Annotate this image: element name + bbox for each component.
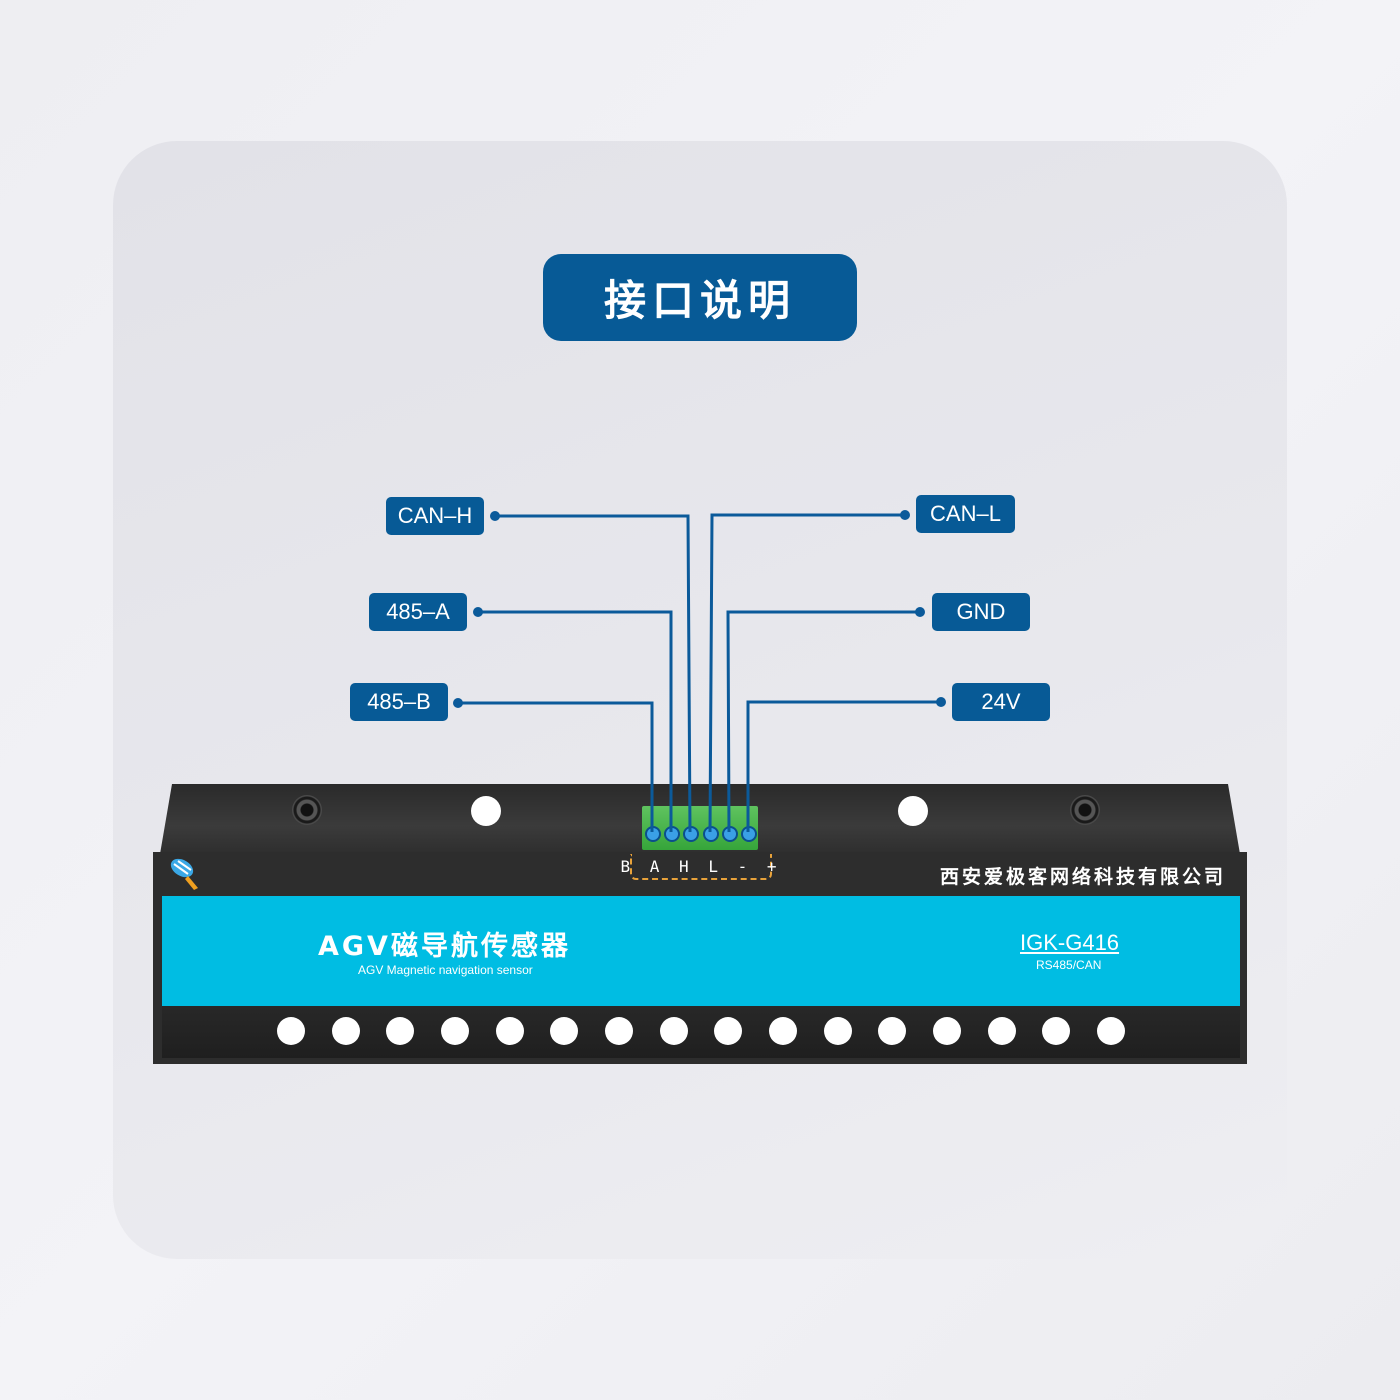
- sensor-hole: [331, 1017, 360, 1045]
- title-badge: 接口说明: [543, 254, 857, 341]
- wire-485-a: [478, 610, 673, 832]
- pin-label-gnd: GND: [932, 593, 1030, 631]
- sensor-hole: [987, 1017, 1016, 1045]
- sensor-hole: [878, 1017, 907, 1045]
- product-subtitle: AGV Magnetic navigation sensor: [358, 963, 533, 977]
- sensor-hole: [386, 1017, 415, 1045]
- sensor-hole: [1042, 1017, 1071, 1045]
- pin-label-24v: 24V: [952, 683, 1050, 721]
- mounting-hole-right: [898, 796, 928, 826]
- terminal-block: [642, 806, 758, 850]
- wire-end-485-a: [473, 607, 483, 617]
- sensor-hole: [769, 1017, 797, 1045]
- sensor-hole: [823, 1017, 852, 1045]
- terminal-letters-outline: B A H L - +: [621, 854, 776, 880]
- pin-label-can-l: CAN–L: [916, 495, 1015, 533]
- pin-label-can-h: CAN–H: [386, 497, 484, 535]
- sensor-hole: [441, 1017, 469, 1045]
- wire-end-can-l: [900, 510, 910, 520]
- company-name: 西安爱极客网络科技有限公司: [939, 866, 1226, 888]
- product-name: AGV磁导航传感器: [318, 931, 571, 962]
- model-interfaces: RS485/CAN: [1036, 958, 1102, 972]
- sensor-hole: [714, 1017, 743, 1045]
- mounting-screw-right: [1070, 795, 1100, 825]
- model-number: IGK-G416: [1020, 930, 1120, 955]
- wire-24v: [746, 700, 941, 832]
- mounting-screw-left: [292, 795, 322, 825]
- wire-can-h: [495, 514, 692, 833]
- wire-gnd: [726, 610, 920, 833]
- terminal-letters: B A H L - +: [620, 856, 782, 876]
- pin-label-485-b: 485–B: [350, 683, 448, 721]
- sensor-hole: [495, 1017, 524, 1045]
- sensor-hole: [1097, 1017, 1125, 1045]
- device-label-strip: [162, 896, 1240, 1006]
- sensor-hole: [933, 1017, 961, 1045]
- company-logo-icon: [170, 858, 198, 890]
- sensor-hole: [277, 1017, 305, 1045]
- pin-label-485-a: 485–A: [369, 593, 467, 631]
- wire-end-24v: [936, 697, 946, 707]
- sensor-hole: [550, 1017, 579, 1045]
- sensor-hole: [659, 1017, 688, 1045]
- sensor-hole: [605, 1017, 633, 1045]
- wire-end-can-h: [490, 511, 500, 521]
- wire-end-gnd: [915, 607, 925, 617]
- wire-can-l: [708, 513, 905, 833]
- mounting-hole-left: [471, 796, 501, 826]
- wire-end-485-b: [453, 698, 463, 708]
- page-title: 接口说明: [603, 276, 796, 325]
- wire-485-b: [458, 701, 654, 832]
